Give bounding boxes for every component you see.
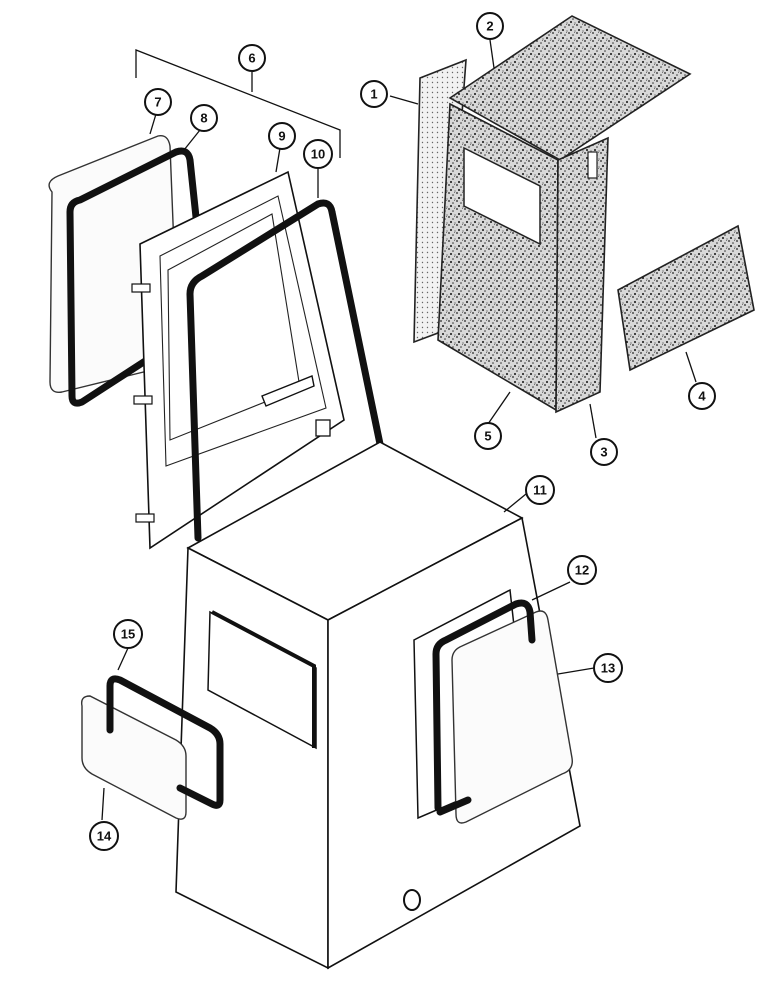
callout-1: 1 <box>360 80 388 108</box>
part-3-side-panel <box>555 136 609 414</box>
hinge-middle <box>133 395 153 405</box>
callout-3-label: 3 <box>600 445 607 460</box>
callout-11: 11 <box>525 475 555 505</box>
part-12-seal <box>432 599 536 812</box>
right-window-assembly <box>432 599 573 824</box>
callout-2: 2 <box>476 12 504 40</box>
part-5-window-cutout <box>463 146 541 246</box>
callout-6-label: 6 <box>248 51 255 66</box>
callout-7: 7 <box>144 88 172 116</box>
cab-drain-hole <box>403 889 421 911</box>
callout-6: 6 <box>238 44 266 72</box>
hinge-top <box>131 283 151 293</box>
part-5-rear-panel <box>437 102 559 412</box>
door-assembly <box>48 49 384 550</box>
insulation-kit <box>413 15 755 414</box>
part-3-slot <box>587 151 598 179</box>
callout-8: 8 <box>190 104 218 132</box>
callout-1-label: 1 <box>370 87 377 102</box>
part-6-bracket <box>135 49 341 158</box>
callout-14-label: 14 <box>97 829 112 844</box>
cab-left-side <box>175 546 329 970</box>
left-window-assembly <box>80 675 224 820</box>
part-10-seal <box>186 199 384 542</box>
callout-12: 12 <box>567 555 597 585</box>
callout-12-label: 12 <box>575 563 589 578</box>
part-15-seal <box>106 675 224 809</box>
callout-8-label: 8 <box>200 111 207 126</box>
callout-5: 5 <box>474 422 502 450</box>
callout-15: 15 <box>113 619 143 649</box>
part-2-roof-pad <box>448 15 692 161</box>
part-14-glass <box>80 695 187 820</box>
part-9-door-frame <box>139 170 345 550</box>
part-4-pad <box>617 224 755 372</box>
door-handle <box>261 375 315 407</box>
part-9-door-inner <box>159 195 327 467</box>
callout-14: 14 <box>89 821 119 851</box>
cab-left-window-shade <box>211 610 316 748</box>
callout-11-label: 11 <box>533 483 547 498</box>
callout-9: 9 <box>268 122 296 150</box>
callout-10-label: 10 <box>311 147 325 162</box>
callout-10: 10 <box>303 139 333 169</box>
callout-5-label: 5 <box>484 429 491 444</box>
part-13-glass <box>451 610 573 824</box>
callout-4-label: 4 <box>698 389 706 404</box>
callout-7-label: 7 <box>154 95 161 110</box>
callout-13: 13 <box>593 653 623 683</box>
callout-13-label: 13 <box>601 661 615 676</box>
callout-2-label: 2 <box>486 19 493 34</box>
callout-15-label: 15 <box>121 627 135 642</box>
callout-3: 3 <box>590 438 618 466</box>
door-latch <box>315 419 331 437</box>
hinge-bottom <box>135 513 155 523</box>
callout-9-label: 9 <box>278 129 285 144</box>
part-12-seal-lower <box>436 796 472 816</box>
leader-lines <box>101 39 697 821</box>
callout-4: 4 <box>688 382 716 410</box>
